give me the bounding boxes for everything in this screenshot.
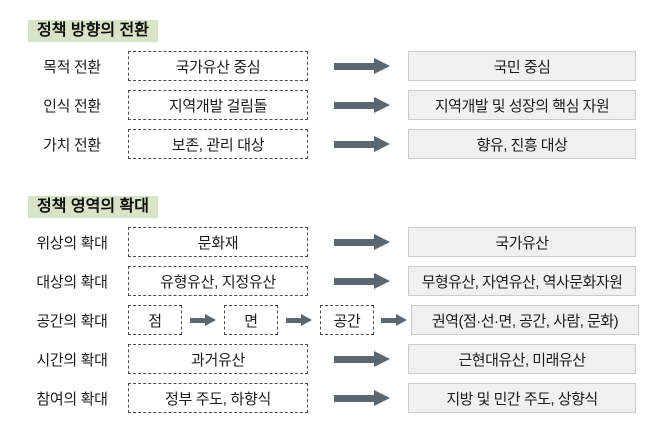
row-label: 인식 전환 bbox=[43, 97, 101, 115]
arrow-right-icon bbox=[334, 234, 390, 250]
from-box: 정부 주도, 하향식 bbox=[128, 383, 308, 413]
result-box: 국민 중심 bbox=[408, 51, 636, 81]
result-box: 지방 및 민간 주도, 상향식 bbox=[408, 383, 636, 413]
arrow-head bbox=[374, 273, 390, 289]
arrow-shaft bbox=[334, 394, 374, 402]
arrow-shaft bbox=[381, 317, 396, 323]
arrow-head bbox=[374, 234, 390, 250]
arrow-shaft bbox=[334, 238, 374, 246]
flow-row: 시간의 확대 과거유산 근현대유산, 미래유산 bbox=[24, 344, 658, 374]
section-title: 정책 영역의 확대 bbox=[28, 196, 158, 218]
arrow-right-icon bbox=[190, 314, 216, 326]
row-label: 위상의 확대 bbox=[36, 234, 108, 252]
row-label: 시간의 확대 bbox=[36, 351, 108, 369]
arrow-shaft bbox=[334, 277, 374, 285]
chain-box: 면 bbox=[224, 305, 278, 335]
arrow-right-icon bbox=[381, 314, 407, 326]
row-label: 공간의 확대 bbox=[36, 312, 108, 330]
flow-row: 대상의 확대 유형유산, 지정유산 무형유산, 자연유산, 역사문화자원 bbox=[24, 266, 658, 296]
row-label: 가치 전환 bbox=[43, 136, 101, 154]
result-box: 국가유산 bbox=[408, 227, 636, 257]
arrow-shaft bbox=[190, 317, 205, 323]
flow-row: 공간의 확대 점 면 공간 권역(점·선·면, 공간, 사람, 문화) bbox=[24, 305, 658, 335]
arrow-shaft bbox=[334, 140, 374, 148]
flow-row: 가치 전환 보존, 관리 대상 향유, 진흥 대상 bbox=[24, 129, 658, 159]
result-box: 지역개발 및 성장의 핵심 자원 bbox=[408, 90, 636, 120]
arrow-right-icon bbox=[334, 136, 390, 152]
flow-row: 인식 전환 지역개발 걸림돌 지역개발 및 성장의 핵심 자원 bbox=[24, 90, 658, 120]
arrow-head bbox=[205, 314, 216, 326]
flow-row: 참여의 확대 정부 주도, 하향식 지방 및 민간 주도, 상향식 bbox=[24, 383, 658, 413]
row-label: 목적 전환 bbox=[43, 58, 101, 76]
arrow-right-icon bbox=[334, 390, 390, 406]
arrow-right-icon bbox=[334, 58, 390, 74]
arrow-head bbox=[374, 351, 390, 367]
arrow-right-icon bbox=[334, 97, 390, 113]
arrow-right-icon bbox=[334, 351, 390, 367]
arrow-head bbox=[374, 136, 390, 152]
from-box: 유형유산, 지정유산 bbox=[128, 266, 308, 296]
arrow-shaft bbox=[334, 101, 374, 109]
from-box: 문화재 bbox=[128, 227, 308, 257]
from-box: 보존, 관리 대상 bbox=[128, 129, 308, 159]
result-box: 향유, 진흥 대상 bbox=[408, 129, 636, 159]
from-box: 국가유산 중심 bbox=[128, 51, 308, 81]
row-label: 대상의 확대 bbox=[36, 273, 108, 291]
arrow-head bbox=[374, 97, 390, 113]
chain-box: 공간 bbox=[320, 305, 374, 335]
row-label: 참여의 확대 bbox=[36, 390, 108, 408]
arrow-head bbox=[396, 314, 407, 326]
arrow-head bbox=[374, 58, 390, 74]
result-box: 무형유산, 자연유산, 역사문화자원 bbox=[408, 266, 636, 296]
chain-box: 점 bbox=[128, 305, 182, 335]
arrow-right-icon bbox=[334, 273, 390, 289]
result-box: 권역(점·선·면, 공간, 사람, 문화) bbox=[411, 305, 639, 335]
arrow-head bbox=[301, 314, 312, 326]
arrow-shaft bbox=[334, 62, 374, 70]
arrow-shaft bbox=[334, 355, 374, 363]
from-box: 지역개발 걸림돌 bbox=[128, 90, 308, 120]
from-box: 과거유산 bbox=[128, 344, 308, 374]
arrow-right-icon bbox=[286, 314, 312, 326]
flow-row: 목적 전환 국가유산 중심 국민 중심 bbox=[24, 51, 658, 81]
flow-row: 위상의 확대 문화재 국가유산 bbox=[24, 227, 658, 257]
section-title: 정책 방향의 전환 bbox=[28, 20, 158, 42]
arrow-head bbox=[374, 390, 390, 406]
result-box: 근현대유산, 미래유산 bbox=[408, 344, 636, 374]
arrow-shaft bbox=[286, 317, 301, 323]
